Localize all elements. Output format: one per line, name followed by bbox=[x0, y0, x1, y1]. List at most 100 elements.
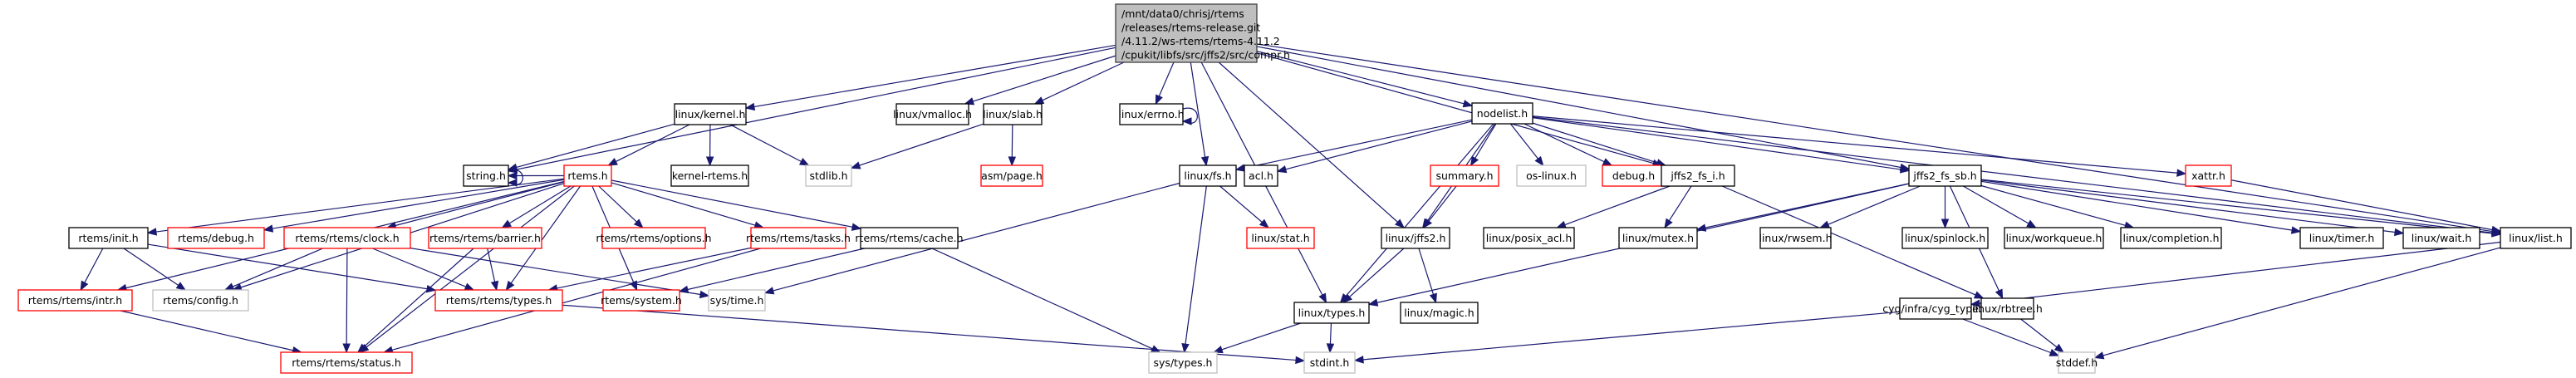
graph-node-list[interactable]: linux/list.h bbox=[2500, 227, 2572, 249]
edge-kernel-to-kernelrtems bbox=[705, 124, 714, 167]
node-box bbox=[2120, 227, 2222, 249]
graph-node-ltypes[interactable]: linux/types.h bbox=[1293, 302, 1370, 324]
graph-node-acl[interactable]: acl.h bbox=[1244, 164, 1278, 187]
graph-node-stddef[interactable]: stddef.h bbox=[2056, 351, 2098, 374]
graph-node-errno[interactable]: linux/errno.h bbox=[1118, 103, 1185, 125]
edges-layer bbox=[80, 43, 2502, 365]
node-box bbox=[1293, 302, 1370, 324]
graph-node-system[interactable]: rtems/system.h bbox=[601, 289, 682, 312]
arrowhead bbox=[1973, 291, 1985, 299]
graph-node-cache[interactable]: rtems/rtems/cache.h bbox=[855, 227, 964, 249]
arrowhead bbox=[490, 280, 499, 292]
node-box bbox=[1483, 227, 1575, 249]
graph-node-intr[interactable]: rtems/rtems/intr.h bbox=[17, 289, 133, 312]
arrowhead bbox=[2393, 228, 2405, 237]
graph-node-rtypes[interactable]: rtems/rtems/types.h bbox=[434, 289, 563, 312]
node-label: xattr.h bbox=[2191, 169, 2225, 182]
graph-node-xattr[interactable]: xattr.h bbox=[2185, 164, 2232, 187]
edge-kernel-to-stdlib bbox=[729, 124, 810, 166]
node-label: rtems/rtems/clock.h bbox=[295, 232, 399, 244]
node-label: linux/fs.h bbox=[1184, 169, 1231, 182]
node-label: linux/slab.h bbox=[983, 108, 1043, 120]
arrowhead bbox=[507, 179, 518, 187]
graph-node-vmalloc[interactable]: linux/vmalloc.h bbox=[893, 103, 972, 125]
edge-compr-to-vmalloc bbox=[964, 55, 1116, 106]
arrowhead bbox=[1234, 164, 1246, 172]
arrowhead bbox=[2093, 351, 2105, 360]
graph-node-posixacl[interactable]: linux/posix_acl.h bbox=[1483, 227, 1575, 249]
arrowhead bbox=[1995, 288, 2004, 300]
arrowhead bbox=[2176, 169, 2187, 177]
graph-node-rbtree[interactable]: linux/rbtree.h bbox=[1972, 297, 2043, 320]
graph-node-asmpage[interactable]: asm/page.h bbox=[980, 164, 1043, 187]
graph-node-slab[interactable]: linux/slab.h bbox=[983, 103, 1043, 125]
node-label: linux/rbtree.h bbox=[1972, 302, 2043, 315]
arrowhead bbox=[964, 97, 975, 106]
graph-node-compr[interactable]: /mnt/data0/chrisj/rtems/releases/rtems-r… bbox=[1115, 3, 1290, 63]
graph-node-config[interactable]: rtems/config.h bbox=[152, 289, 249, 312]
graph-node-stdint[interactable]: stdint.h bbox=[1303, 351, 1356, 374]
node-box bbox=[750, 227, 846, 249]
graph-node-string[interactable]: string.h bbox=[463, 164, 509, 187]
node-box bbox=[1244, 164, 1278, 187]
graph-node-cygtype[interactable]: cyg/infra/cyg_type.h bbox=[1882, 297, 1989, 320]
graph-node-barrier[interactable]: rtems/rtems/barrier.h bbox=[428, 227, 542, 249]
arrowhead bbox=[1276, 165, 1288, 174]
graph-node-workqueue[interactable]: linux/workqueue.h bbox=[2004, 227, 2104, 249]
graph-node-tasks[interactable]: rtems/rtems/tasks.h bbox=[746, 227, 851, 249]
graph-node-timer[interactable]: linux/timer.h bbox=[2299, 227, 2384, 249]
node-box bbox=[805, 164, 852, 187]
arrowhead bbox=[763, 287, 775, 295]
graph-node-status[interactable]: rtems/rtems/status.h bbox=[280, 351, 413, 374]
graph-node-systypes[interactable]: sys/types.h bbox=[1148, 351, 1218, 374]
node-label: linux/wait.h bbox=[2412, 232, 2472, 244]
graph-node-kernel[interactable]: linux/kernel.h bbox=[674, 103, 747, 125]
graph-node-debug[interactable]: debug.h bbox=[1602, 164, 1666, 187]
graph-node-jffs2[interactable]: linux/jffs2.h bbox=[1381, 227, 1450, 249]
graph-node-stat[interactable]: linux/stat.h bbox=[1246, 227, 1315, 249]
graph-node-spinlock[interactable]: linux/spinlock.h bbox=[1901, 227, 1989, 249]
graph-node-summary[interactable]: summary.h bbox=[1430, 164, 1499, 187]
graph-node-wait[interactable]: linux/wait.h bbox=[2402, 227, 2480, 249]
edge-fsi-to-rbtree bbox=[1721, 185, 1985, 299]
node-label: asm/page.h bbox=[981, 169, 1043, 182]
node-box bbox=[1148, 351, 1218, 374]
graph-node-completion[interactable]: linux/completion.h bbox=[2120, 227, 2222, 249]
node-label: rtems/system.h bbox=[601, 294, 682, 307]
graph-node-fsi[interactable]: jffs2_fs_i.h bbox=[1661, 164, 1735, 187]
graph-node-mutex[interactable]: linux/mutex.h bbox=[1618, 227, 1698, 249]
node-box bbox=[152, 289, 249, 312]
arrowhead bbox=[1429, 292, 1437, 304]
arrowhead bbox=[1342, 293, 1353, 303]
edge-jffs2-to-magic bbox=[1418, 248, 1437, 304]
graph-node-stdlib[interactable]: stdlib.h bbox=[805, 164, 852, 187]
edge-barrier-to-status bbox=[356, 248, 474, 353]
arrowhead bbox=[2490, 225, 2502, 234]
graph-node-oslinux[interactable]: os-linux.h bbox=[1516, 164, 1587, 187]
graph-node-kernelrtems[interactable]: kernel-rtems.h bbox=[670, 164, 749, 187]
node-box bbox=[463, 164, 509, 187]
nodes-layer: /mnt/data0/chrisj/rtems/releases/rtems-r… bbox=[17, 3, 2572, 374]
graph-node-fs[interactable]: linux/fs.h bbox=[1179, 164, 1237, 187]
node-label: jffs2_fs_sb.h bbox=[1912, 169, 1976, 182]
edge-compr-to-list bbox=[1256, 43, 2502, 236]
node-label: os-linux.h bbox=[1526, 169, 1577, 182]
node-box bbox=[1901, 227, 1989, 249]
graph-node-init[interactable]: rtems/init.h bbox=[68, 227, 149, 249]
graph-node-options[interactable]: rtems/rtems/options.h bbox=[596, 227, 712, 249]
graph-node-systime[interactable]: sys/time.h bbox=[708, 289, 766, 312]
edge-ltypes-to-stdint bbox=[1326, 322, 1335, 354]
graph-node-rwsem[interactable]: linux/rwsem.h bbox=[1759, 227, 1833, 249]
node-label: linux/spinlock.h bbox=[1905, 232, 1985, 244]
graph-node-clock[interactable]: rtems/rtems/clock.h bbox=[283, 227, 411, 249]
node-label: sys/types.h bbox=[1154, 356, 1213, 369]
node-box bbox=[674, 103, 747, 125]
graph-node-rtems[interactable]: rtems.h bbox=[563, 164, 612, 187]
node-box bbox=[980, 164, 1043, 187]
graph-node-fssb[interactable]: jffs2_fs_sb.h bbox=[1908, 164, 1982, 187]
node-label: stdint.h bbox=[1310, 356, 1350, 369]
node-label: sys/time.h bbox=[710, 294, 764, 307]
graph-node-nodelist[interactable]: nodelist.h bbox=[1471, 102, 1533, 125]
graph-node-magic[interactable]: linux/magic.h bbox=[1400, 302, 1479, 324]
graph-node-rdebug[interactable]: rtems/debug.h bbox=[167, 227, 265, 249]
